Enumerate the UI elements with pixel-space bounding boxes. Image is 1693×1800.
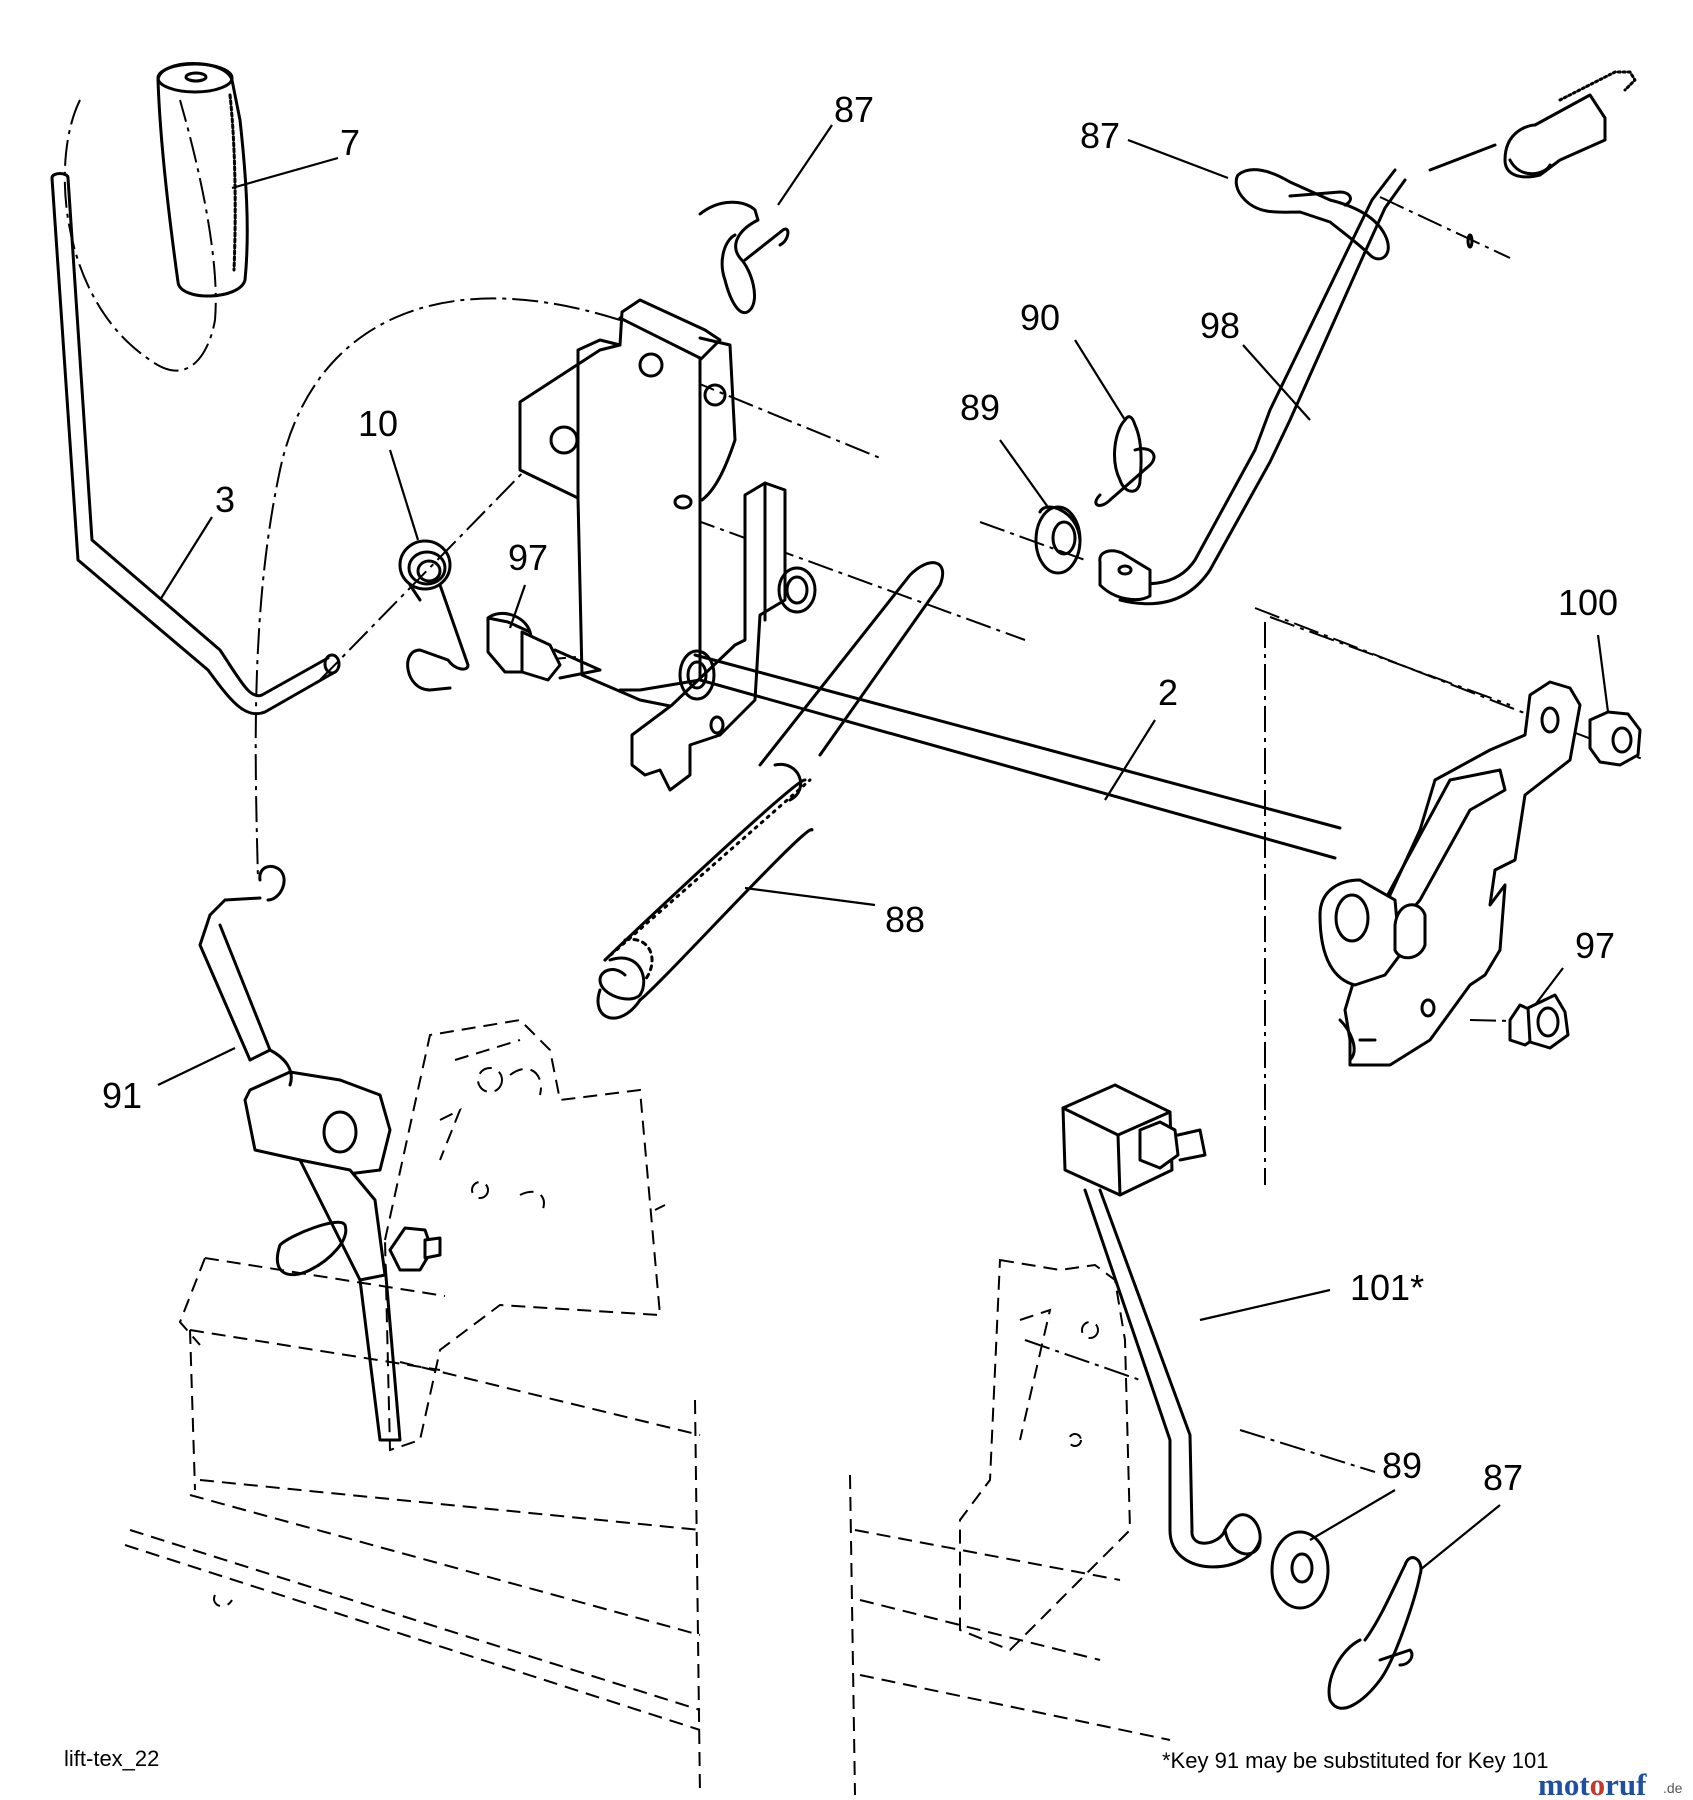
callout-2: 2 [1158,672,1178,713]
mower-deck-outline [124,1257,1171,1796]
hairpin-clip-right [1234,168,1390,261]
callout-3: 3 [215,479,235,520]
shoulder-bolt-right [1508,993,1570,1050]
callout-90: 90 [1020,297,1060,338]
callout-87-upper-right: 87 [1080,115,1120,156]
lift-handle-rod [50,172,341,716]
torsion-spring [398,539,470,692]
lift-shaft [678,649,1342,860]
hex-nut [1588,710,1642,767]
callout-10: 10 [358,403,398,444]
flat-washer-lower [1270,1530,1330,1610]
right-lift-arm [1318,680,1582,1067]
main-mounting-bracket [518,298,737,712]
callout-91: 91 [102,1075,142,1116]
footnote: *Key 91 may be substituted for Key 101 [1162,1748,1548,1773]
adjustment-rod [1113,70,1637,606]
lift-link-101 [1061,1083,1262,1569]
right-deck-bracket [959,1258,1132,1652]
callout-87-upper-left: 87 [834,89,874,130]
extension-spring [596,561,945,1020]
pivot-bracket [630,481,817,792]
callout-101: 101* [1350,1267,1424,1308]
hairpin-clip-lower [1327,1556,1423,1710]
trunnion-swivel [1098,549,1152,602]
diagram-id: lift-tex_22 [64,1746,159,1771]
callout-98: 98 [1200,305,1240,346]
hairpin-clip-small [1094,415,1156,507]
watermark-logo: motoruf .de [1538,1767,1683,1800]
lift-link-91 [198,864,442,1442]
callout-89-upper: 89 [960,387,1000,428]
flat-washer-upper [1034,505,1082,575]
hairpin-clip-upper [698,200,790,314]
callout-89-lower: 89 [1382,1445,1422,1486]
lift-handle-grip [156,62,249,298]
callout-97-left: 97 [508,537,548,578]
callout-87-lower: 87 [1483,1457,1523,1498]
shoulder-bolt-left [486,612,602,682]
svg-text:motoruf: motoruf [1538,1767,1647,1800]
callout-88: 88 [885,899,925,940]
svg-text:.de: .de [1663,1780,1683,1796]
callout-7: 7 [340,122,360,163]
callout-100: 100 [1558,582,1618,623]
callout-labels: 7 87 87 90 98 89 10 3 97 100 2 88 97 91 … [102,89,1618,1498]
left-deck-bracket [383,1018,666,1452]
callout-leaders [157,124,1610,1571]
callout-97-right: 97 [1575,925,1615,966]
